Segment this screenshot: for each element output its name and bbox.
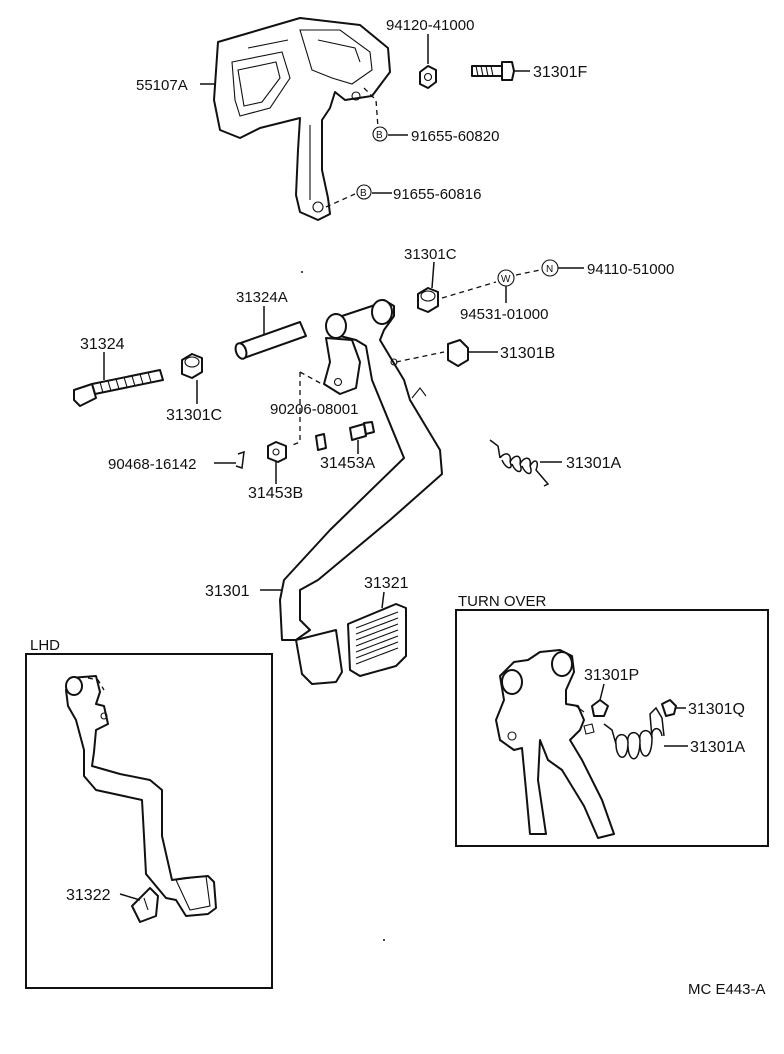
label-31324: 31324 <box>80 336 125 353</box>
pedal-arm-31301 <box>279 299 443 685</box>
label-91655-60816: 91655-60816 <box>393 186 481 203</box>
clip-90468-16142 <box>235 450 245 470</box>
spring-31301A <box>489 439 550 487</box>
label-31301F: 31301F <box>533 64 587 81</box>
stopper-31322 <box>131 887 159 923</box>
label-55107A: 55107A <box>136 77 188 94</box>
bushing-31301C-top <box>417 287 439 313</box>
nut-31453B <box>267 441 287 463</box>
diagram-code: MC E443-A <box>688 981 766 998</box>
lhd-title: LHD <box>30 637 60 654</box>
sleeve-31324A <box>234 321 307 360</box>
label-31322: 31322 <box>66 887 111 904</box>
label-31453A: 31453A <box>320 455 375 472</box>
label-31301A: 31301A <box>566 455 621 472</box>
turn-over-inset: TURN OVER 31301P 31301Q 31301A <box>455 593 769 847</box>
stopper-31301B <box>447 339 469 367</box>
spring-31301A-turnover <box>603 706 665 760</box>
pedal-bracket <box>213 17 391 221</box>
svg-text:B: B <box>376 130 383 141</box>
lhd-inset: LHD 31322 <box>25 637 273 989</box>
pedal-pad-31321 <box>347 603 407 677</box>
label-31301A-turnover: 31301A <box>690 739 745 756</box>
label-31301Q: 31301Q <box>688 701 745 718</box>
bolt-31301F <box>471 61 515 81</box>
bushing-31301C-left <box>181 353 203 379</box>
label-90468-16142: 90468-16142 <box>108 456 196 473</box>
label-31321: 31321 <box>364 575 409 592</box>
label-31324A: 31324A <box>236 289 288 306</box>
bolt-31324 <box>73 369 164 407</box>
svg-text:B: B <box>360 188 367 199</box>
svg-text:W: W <box>501 274 511 285</box>
label-31301: 31301 <box>205 583 250 600</box>
label-31301C-top: 31301C <box>404 246 457 263</box>
label-91655-60820: 91655-60820 <box>411 128 499 145</box>
label-94120-41000: 94120-41000 <box>386 17 474 34</box>
pin-90206-08001 <box>315 433 327 451</box>
label-90206-08001: 90206-08001 <box>270 401 358 418</box>
callout-w: W <box>497 269 515 287</box>
label-94531-01000: 94531-01000 <box>460 306 548 323</box>
label-94110-51000: 94110-51000 <box>587 261 674 278</box>
turn-over-title: TURN OVER <box>458 593 547 610</box>
callout-b-upper: B <box>372 126 388 142</box>
clip-31301P <box>591 699 609 717</box>
bolt-31453A <box>349 421 375 441</box>
stopper-31301Q <box>661 699 677 717</box>
label-31301C-left: 31301C <box>166 407 222 424</box>
svg-text:N: N <box>546 264 553 275</box>
callout-b-lower: B <box>356 184 372 200</box>
label-31301P: 31301P <box>584 667 639 684</box>
callout-n: N <box>541 259 559 277</box>
nut-94120-41000 <box>419 65 437 89</box>
label-31453B: 31453B <box>248 485 303 502</box>
label-31301B: 31301B <box>500 345 555 362</box>
